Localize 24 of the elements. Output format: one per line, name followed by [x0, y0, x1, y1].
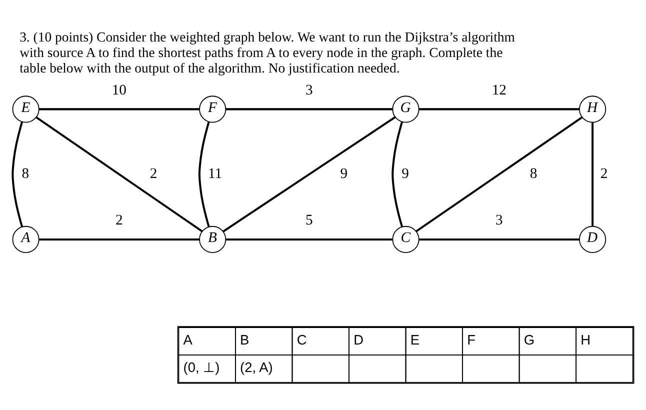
edge-label: 3	[495, 212, 503, 229]
label: (0, ⊥)	[183, 360, 220, 375]
edge-label: 2	[150, 166, 158, 182]
label: F	[467, 332, 476, 348]
edge-label: 2	[116, 212, 123, 229]
edge-label: 5	[306, 212, 313, 229]
label: A	[183, 332, 192, 348]
label: G	[524, 332, 535, 348]
edge-label: 12	[492, 82, 506, 98]
edge-label: 8	[530, 166, 538, 182]
edge-label: 10	[112, 82, 126, 98]
edge-label: 9	[402, 166, 409, 182]
edge-label: 8	[22, 166, 30, 182]
label: C	[296, 332, 307, 348]
edge-label: 2	[600, 166, 608, 182]
label: (2, A)	[240, 360, 273, 375]
edge-label: 11	[208, 166, 222, 182]
label: H	[580, 332, 591, 348]
label: E	[410, 332, 420, 348]
edge-label: 9	[340, 166, 348, 182]
label: B	[240, 332, 250, 348]
label: D	[354, 332, 364, 348]
edge-label: 3	[306, 82, 313, 98]
diagram-title: 3. (10 points) Consider the weighted graph below. We want to run the Dijkstra’s algorithm with source A to find the shortest paths from A to every node in the graph. Complete the table below with the output of the algorithm. No justification needed.	[20, 29, 515, 76]
